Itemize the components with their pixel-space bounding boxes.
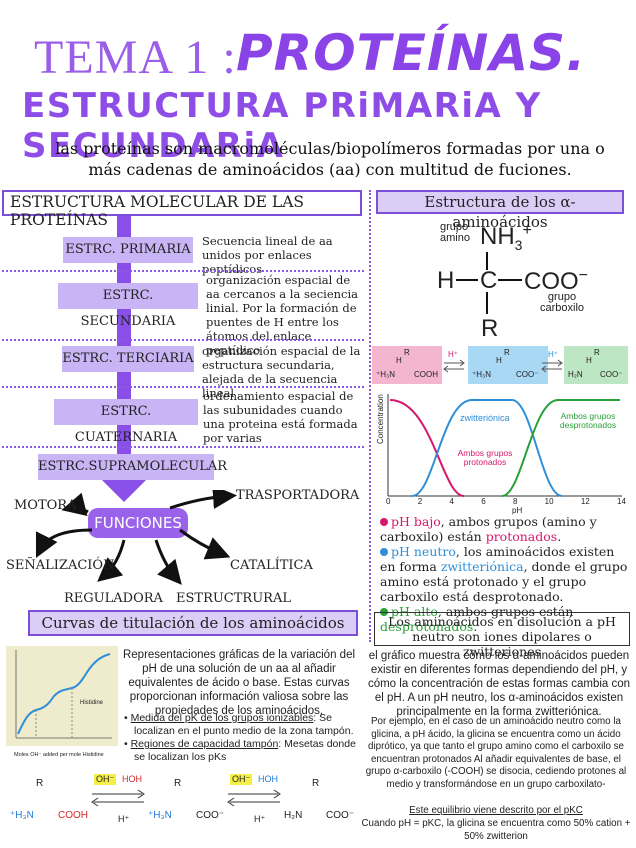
function-reguladora: REGULADORA <box>64 591 163 606</box>
title-subtitle: ESTRUCTURA PRiMARiA Y SECUNDARiA <box>22 86 542 166</box>
zwitterion-box: Los aminoácidos en disolución a pH neutr… <box>374 612 630 659</box>
titration-heading: Curvas de titulación de los aminoácidos <box>28 610 358 636</box>
molecule-h: H <box>437 267 455 294</box>
ph-bullet-neutral: pH neutro, los aminoácidos existen en fo… <box>380 544 628 604</box>
equilibrium-arrow-icon <box>541 359 563 373</box>
chart-protonados-label: Ambos grupos protonados <box>457 448 513 467</box>
level-cuaternaria: ESTRC. CUATERNARIA <box>54 399 198 445</box>
h-plus-label: H⁺ <box>548 350 558 359</box>
aminoacid-heading: Estructura de los α-aminoácidos <box>376 190 624 231</box>
equilibrium-text: Este equilibrio viene descrito por el pK… <box>409 805 583 816</box>
equilibrium-arrow-icon <box>443 359 465 373</box>
titration-bullet: • Medida del pK de los grupos ionizables… <box>124 712 354 737</box>
carboxyl-group-label: grupo carboxilo <box>539 291 585 314</box>
structure-heading: ESTRUCTURA MOLECULAR DE LAS PROTEÍNAS <box>2 190 362 229</box>
ph-bullet-high: pH alto, ambos grupos están desprotonado… <box>380 604 574 634</box>
molecule-c: C <box>480 267 498 294</box>
form-zwitterion: R H ⁺H₃N COO⁻ <box>468 346 548 384</box>
form-protonated: R H ⁺H₃N COOH <box>372 346 442 384</box>
function-trasportadora: TRASPORTADORA <box>236 488 360 503</box>
molecule-bonds <box>456 252 522 314</box>
divider <box>2 446 364 448</box>
function-motora: MOTORA <box>14 498 77 513</box>
titration-text: Representaciones gráficas de la variació… <box>122 649 356 717</box>
level-terciaria: ESTRC. TERCIARIA <box>62 346 194 372</box>
titration-histidine-label: Histidine <box>80 700 104 706</box>
molecule-coo: COO− <box>524 267 589 295</box>
reaction-scheme: R ⁺H₃N COOH OH⁻ HOH H⁺ R ⁺H₃N COO⁻ OH⁻ H… <box>10 774 355 824</box>
ph-bullet-low: pH bajo, ambos grupos (amino y carboxilo… <box>380 514 597 544</box>
divider <box>2 339 364 341</box>
structure-arrow-icon <box>100 478 148 502</box>
titration-bullets: • Medida del pK de los grupos ionizables… <box>124 712 360 764</box>
level-primaria: ESTRC. PRIMARIA <box>63 237 193 263</box>
titration-chart <box>6 646 118 746</box>
title-proteinas: PROTEÍNAS. <box>236 24 587 82</box>
nh3-label: NH3+ <box>480 222 532 253</box>
intro-text: las proteínas son macromoléculas/biopolí… <box>55 139 605 179</box>
titration-xlabel: Moles OH⁻ added per mole Histidine <box>14 752 104 758</box>
function-arrows <box>35 490 237 585</box>
molecule-r: R <box>481 315 499 342</box>
level-terciaria-desc: organización espacial de la estructura s… <box>202 344 361 400</box>
amino-group-label: grupo amino <box>440 221 470 244</box>
pkc-text: Cuando pH = pKC, la glicina se encuentra… <box>361 818 631 842</box>
function-estructural: ESTRUCTRURAL <box>176 591 291 606</box>
zwitterion-text: el gráfico muestra cómo los α-aminoácido… <box>367 650 631 718</box>
chart-zwitter-label: zwitteriónica <box>460 413 510 423</box>
form-deprotonated: R H H₂N COO⁻ <box>564 346 628 384</box>
divider <box>2 386 364 388</box>
level-primaria-desc: Secuencia lineal de aa unidos por enlace… <box>202 234 333 276</box>
divider <box>2 270 364 272</box>
ph-bullets: pH bajo, ambos grupos (amino y carboxilo… <box>380 514 630 634</box>
function-catalitica: CATALÍTICA <box>230 558 313 573</box>
functions-label: FUNCIONES <box>88 508 188 538</box>
level-secundaria: ESTRC. SECUNDARIA <box>58 283 198 329</box>
level-cuaternaria-desc: ordenamiento espacial de las subunidades… <box>203 389 358 445</box>
title-tema: TEMA 1 : <box>34 31 237 84</box>
glycine-text: Por ejemplo, en el caso de un aminoácido… <box>365 716 627 790</box>
chart-xlabel: pH <box>512 506 523 515</box>
function-senalizacion: SEÑALIZACIÓN <box>6 558 115 573</box>
column-divider <box>369 190 371 642</box>
chart-ylabel: Concentration <box>376 394 385 444</box>
level-supramolecular: ESTRC.SUPRAMOLECULAR <box>38 454 227 480</box>
chart-desprot-label: Ambos grupos desprotonados <box>559 411 617 430</box>
concentration-chart <box>387 394 622 497</box>
h-plus-label: H⁺ <box>448 350 458 359</box>
titration-bullet: • Regiones de capacidad tampón: Mesetas … <box>124 738 356 763</box>
